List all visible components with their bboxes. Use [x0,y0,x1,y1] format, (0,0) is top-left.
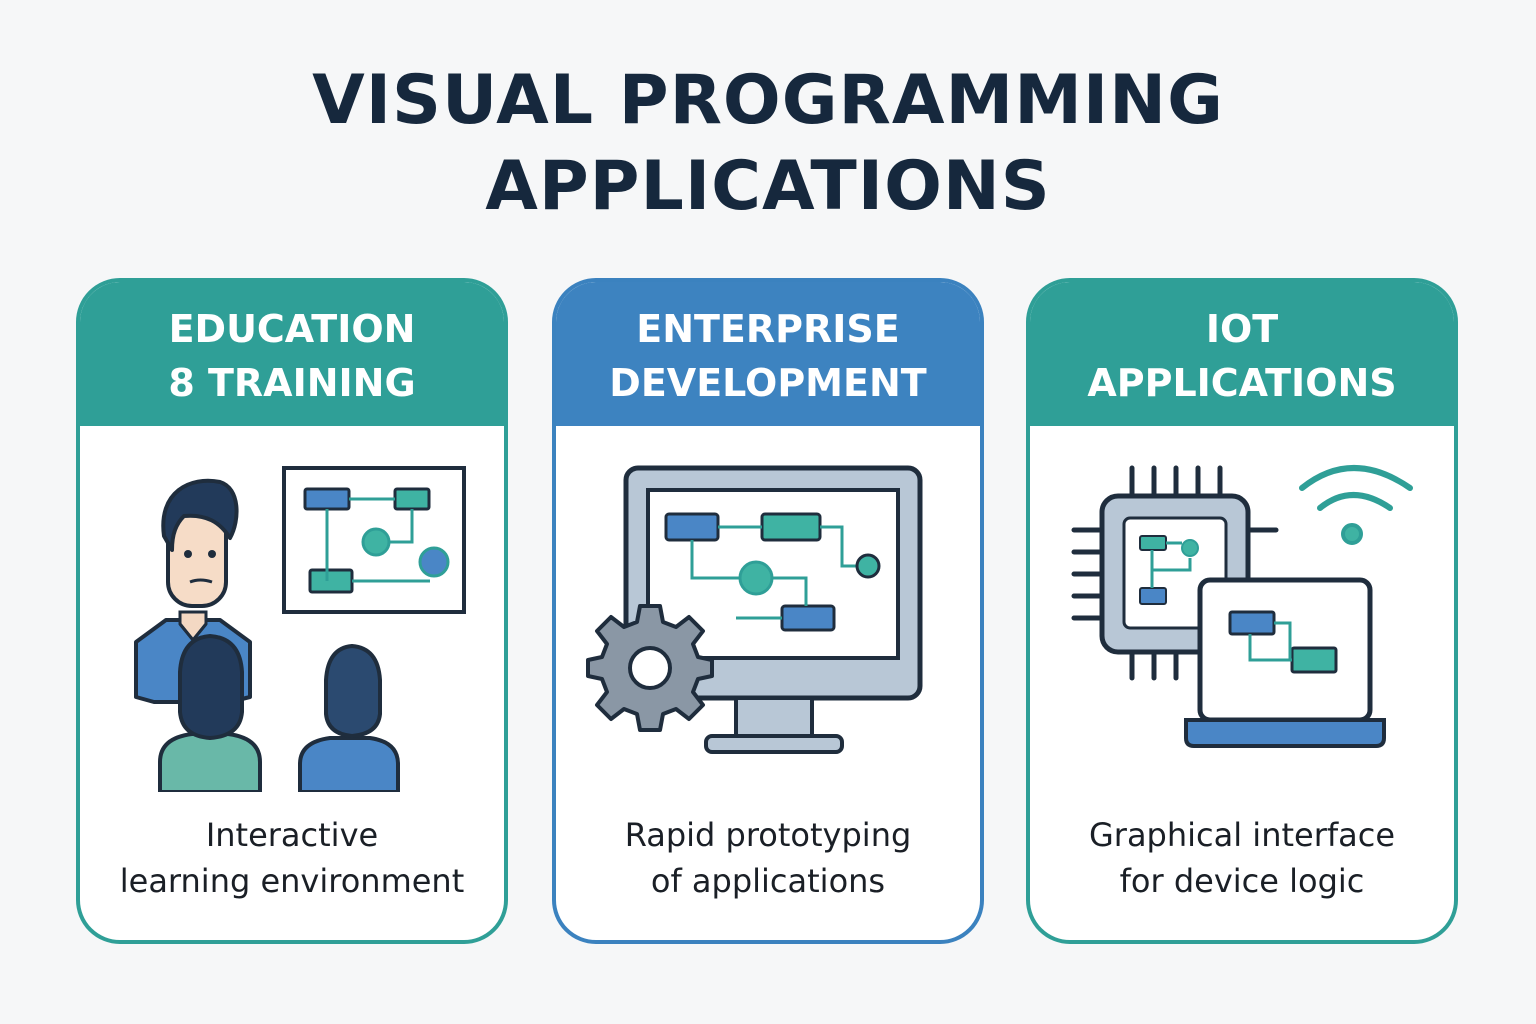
card-description-line2: learning environment [119,862,465,900]
wifi-icon [1299,465,1413,545]
card-header-line2: DEVELOPMENT [609,361,927,405]
page-title-line2: APPLICATIONS [485,147,1051,226]
iot-illustration [1071,465,1413,748]
card-header: EDUCATION 8 TRAINING [80,282,504,426]
card-description-line1: Graphical interface [1088,816,1396,854]
card-header-line1: EDUCATION [168,307,416,351]
card-education: EDUCATION 8 TRAINING [76,278,508,944]
education-illustration [134,466,466,792]
enterprise-illustration [586,465,923,754]
whiteboard-flowchart-icon [282,466,466,614]
card-description-line2: of applications [650,862,886,900]
card-description-line2: for device logic [1119,862,1365,900]
card-description-line1: Rapid prototyping [624,816,912,854]
card-description: Graphical interface for device logic [1030,812,1454,904]
card-description: Interactive learning environment [80,812,504,904]
card-header: ENTERPRISE DEVELOPMENT [556,282,980,426]
card-header: IOT APPLICATIONS [1030,282,1454,426]
card-iot: IOT APPLICATIONS [1026,278,1458,944]
page-title-line1: VISUAL PROGRAMMING [312,61,1224,140]
card-description: Rapid prototyping of applications [556,812,980,904]
card-header-line2: 8 TRAINING [168,361,416,405]
card-header-line1: ENTERPRISE [636,307,900,351]
card-header-line1: IOT [1205,307,1279,351]
card-enterprise: ENTERPRISE DEVELOPMENT Rapid prototyping… [552,278,984,944]
students-icon [158,633,400,792]
laptop-flowchart-icon [1184,577,1386,748]
page-title: VISUAL PROGRAMMING APPLICATIONS [0,58,1536,230]
gear-icon [586,604,714,732]
card-header-line2: APPLICATIONS [1087,361,1397,405]
card-description-line1: Interactive [205,816,379,854]
